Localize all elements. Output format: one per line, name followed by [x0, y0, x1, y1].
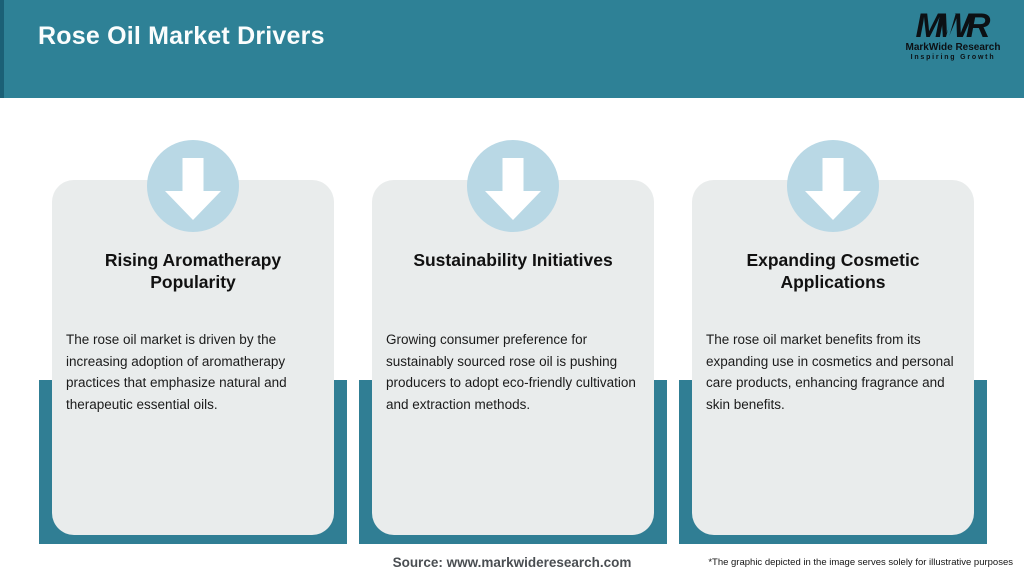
driver-card-aromatherapy: Rising Aromatherapy Popularity The rose … [52, 180, 334, 535]
card-body: The rose oil market is driven by the inc… [66, 332, 287, 412]
driver-card-sustainability: Sustainability Initiatives Growing consu… [372, 180, 654, 535]
disclaimer-text: *The graphic depicted in the image serve… [708, 557, 1013, 568]
logo-tagline: Inspiring Growth [910, 54, 996, 61]
card-body: The rose oil market benefits from its ex… [706, 332, 954, 412]
page-title: Rose Oil Market Drivers [38, 22, 325, 50]
brand-logo: MWR MarkWide Research Inspiring Growth [898, 8, 1008, 61]
down-arrow-icon [787, 140, 879, 232]
card-title: Sustainability Initiatives [413, 250, 613, 270]
down-arrow-icon [147, 140, 239, 232]
card-title: Expanding Cosmetic Applications [746, 250, 920, 292]
source-text: Source: www.markwideresearch.com [392, 555, 632, 570]
card-body: Growing consumer preference for sustaina… [386, 332, 636, 412]
card-title: Rising Aromatherapy Popularity [104, 250, 282, 292]
down-arrow-icon [467, 140, 559, 232]
logo-acronym: MWR [916, 8, 991, 44]
driver-card-cosmetics: Expanding Cosmetic Applications The rose… [692, 180, 974, 535]
header-accent-stripe [0, 0, 4, 98]
header-bar: Rose Oil Market Drivers MWR MarkWide Res… [0, 0, 1024, 98]
logo-company-name: MarkWide Research [905, 42, 1001, 53]
